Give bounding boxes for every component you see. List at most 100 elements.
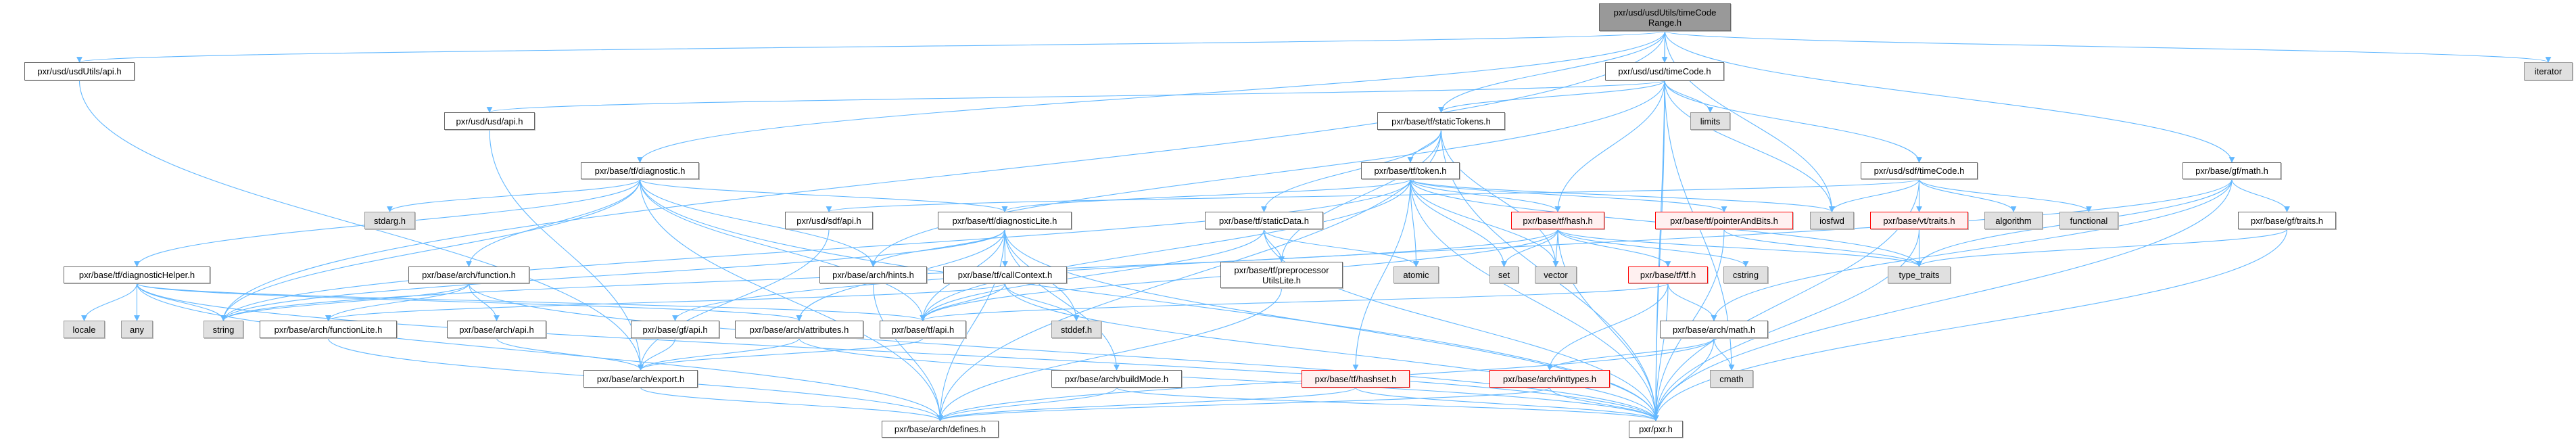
node-limits: limits [1690,112,1730,130]
edge-sdfTimeCode-to-algorithm [1918,179,2017,212]
edge-callContext-to-tfApi [920,283,1006,321]
edge-vtTraits-to-pxr [1652,229,1920,421]
edge-diagnosticHelper-to-defines [136,283,943,421]
node-sdf-api[interactable]: pxr/usd/sdf/api.h [785,212,873,229]
edge-token-to-atomic [1410,179,1419,267]
node-arch-math[interactable]: pxr/base/arch/math.h [1660,321,1768,338]
node-usd-api[interactable]: pxr/usd/usd/api.h [444,112,535,130]
node-usd-time-code[interactable]: pxr/usd/usd/timeCode.h [1605,62,1724,80]
node-cstring: cstring [1723,266,1768,283]
node-root[interactable]: pxr/usd/usdUtils/timeCode Range.h [1599,3,1731,31]
node-function-lite[interactable]: pxr/base/arch/functionLite.h [260,321,397,338]
edge-diagnosticLite-to-buildMode [1004,229,1120,371]
edge-usdTimeCode-to-staticTokens [1438,80,1665,113]
node-arch-api[interactable]: pxr/base/arch/api.h [447,321,546,338]
edge-token-to-diagnosticLite [1001,179,1411,212]
edge-root-to-usdUtilsApi [77,30,1666,63]
node-gf-math[interactable]: pxr/base/gf/math.h [2183,162,2281,179]
node-tf-api[interactable]: pxr/base/tf/api.h [880,321,966,338]
node-static-data[interactable]: pxr/base/tf/staticData.h [1205,212,1323,229]
node-algorithm: algorithm [1984,212,2043,229]
edge-usdTimeCode-to-hash [1554,80,1665,212]
edge-hash-to-tf [1557,229,1671,267]
node-call-context[interactable]: pxr/base/tf/callContext.h [943,266,1067,283]
node-inttypes[interactable]: pxr/base/arch/inttypes.h [1489,370,1610,388]
edge-diagnosticHelper-to-pxr [136,283,1659,421]
edge-staticData-to-pxr [1263,229,1659,421]
node-pointer-and-bits[interactable]: pxr/base/tf/pointerAndBits.h [1655,212,1793,229]
edge-diagnostic-to-stdarg [387,179,641,212]
node-token[interactable]: pxr/base/tf/token.h [1361,162,1460,179]
edge-export-to-defines [640,387,943,421]
edge-token-to-vector [1410,179,1559,267]
edge-archMath-to-inttypes [1546,338,1715,371]
node-string: string [204,321,243,338]
node-diagnostic[interactable]: pxr/base/tf/diagnostic.h [581,162,699,179]
edge-tf-to-archMath [1667,283,1717,321]
edge-usdTimeCode-to-limits [1664,80,1713,113]
node-preproc[interactable]: pxr/base/tf/preprocessor UtilsLite.h [1220,262,1343,288]
node-export[interactable]: pxr/base/arch/export.h [583,370,698,388]
edge-gfMath-to-gfApi [672,179,2233,321]
node-hashset[interactable]: pxr/base/tf/hashset.h [1302,370,1410,388]
node-diagnostic-lite[interactable]: pxr/base/tf/diagnosticLite.h [938,212,1072,229]
edge-sdfTimeCode-to-sdfApi [826,179,1920,212]
edge-archMath-to-cmath [1713,338,1735,371]
edge-attributes-to-export [638,338,800,371]
edge-token-to-pointerAndBits [1410,179,1727,212]
node-iosfwd: iosfwd [1810,212,1854,229]
edge-gfTraits-to-typeTraits [1916,229,2288,267]
edge-preproc-to-defines [937,287,1283,421]
node-locale: locale [64,321,105,338]
edge-diagnosticLite-to-defines [937,229,1005,421]
node-gf-api[interactable]: pxr/base/gf/api.h [631,321,719,338]
node-pxr[interactable]: pxr/pxr.h [1629,421,1683,438]
node-attributes[interactable]: pxr/base/arch/attributes.h [735,321,863,338]
edge-hash-to-set [1501,229,1558,267]
edge-inttypes-to-defines [937,387,1550,421]
edge-inttypes-to-pxr [1549,387,1659,421]
edge-diagnosticLite-to-pxr [1004,229,1659,421]
node-hash[interactable]: pxr/base/tf/hash.h [1511,212,1604,229]
edge-token-to-hash [1410,179,1561,212]
node-type-traits: type_traits [1888,266,1951,283]
node-set: set [1489,266,1519,283]
edge-gfMath-to-archMath [1711,179,2233,321]
node-tf[interactable]: pxr/base/tf/tf.h [1628,266,1708,283]
node-function[interactable]: pxr/base/arch/function.h [408,266,529,283]
node-build-mode[interactable]: pxr/base/arch/buildMode.h [1051,370,1182,388]
edge-gfMath-to-pxr [1652,179,2233,421]
node-sdf-time-code[interactable]: pxr/usd/sdf/timeCode.h [1861,162,1978,179]
node-hints[interactable]: pxr/base/arch/hints.h [819,266,927,283]
edge-diagnostic-to-hints [639,179,876,267]
edge-diagnostic-to-string [220,179,641,321]
node-iterator: iterator [2524,62,2573,80]
edge-hash-to-pxr [1557,229,1659,421]
edge-tf-to-pxr [1652,283,1669,421]
edge-archApi-to-export [496,338,644,371]
node-usd-utils-api[interactable]: pxr/usd/usdUtils/api.h [24,62,135,80]
edge-staticData-to-atomic [1263,229,1419,267]
node-static-tokens[interactable]: pxr/base/tf/staticTokens.h [1377,112,1505,130]
edge-callContext-to-pxr [1004,283,1659,421]
node-gf-traits[interactable]: pxr/base/gf/traits.h [2238,212,2336,229]
node-defines[interactable]: pxr/base/arch/defines.h [882,421,999,438]
edge-token-to-iosfwd [1410,179,1835,212]
edge-staticData-to-tfApi [920,229,1265,321]
node-vt-traits[interactable]: pxr/base/vt/traits.h [1870,212,1968,229]
edge-function-to-archApi [468,283,500,321]
edge-root-to-staticTokens [1438,30,1666,113]
edge-function-to-functionLite [325,283,470,321]
node-diagnostic-helper[interactable]: pxr/base/tf/diagnosticHelper.h [64,266,210,283]
edge-hashset-to-pxr [1355,387,1659,421]
edge-hashset-to-defines [937,387,1356,421]
node-stdarg: stdarg.h [364,212,415,229]
edge-pointerAndBits-to-typeTraits [1723,229,1922,267]
edge-staticTokens-to-vector [1440,129,1559,267]
edge-tfApi-to-export [638,338,924,371]
edge-hash-to-vector [1552,229,1559,267]
node-atomic: atomic [1393,266,1439,283]
edge-sdfTimeCode-to-iosfwd [1829,179,1920,212]
edge-root-to-gfMath [1664,30,2235,163]
